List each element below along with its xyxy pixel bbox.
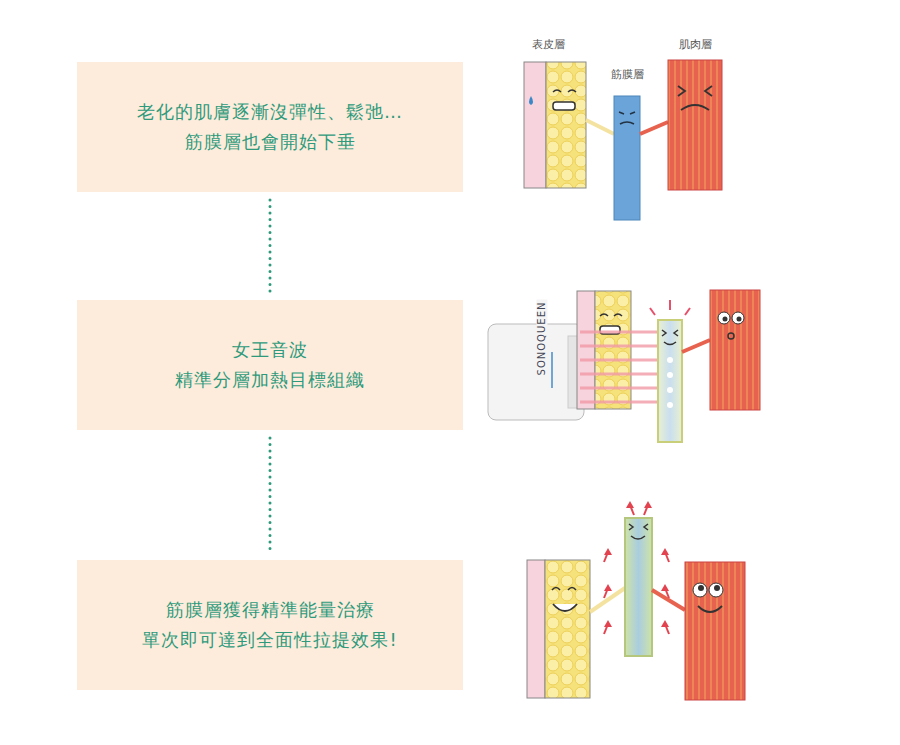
lifted-illustration [527, 501, 745, 700]
panel-text: 老化的肌膚逐漸沒彈性、鬆弛… 筋膜層也會開始下垂 [137, 97, 403, 156]
device-illustration [488, 290, 760, 442]
text-panel: 筋膜層獲得精準能量治療 單次即可達到全面性拉提效果! [77, 560, 463, 690]
text-panel: 女王音波 精準分層加熱目標組織 [77, 300, 463, 430]
layer-label: 肌肉層 [679, 37, 712, 52]
aging-illustration [524, 60, 722, 220]
layer-label: 筋膜層 [611, 67, 644, 82]
layer-label: 表皮層 [532, 37, 565, 52]
panel-text: 女王音波 精準分層加熱目標組織 [175, 335, 365, 394]
dotted-connector [269, 438, 272, 554]
device-logo: SONOQUEEN [536, 300, 547, 378]
text-panel: 老化的肌膚逐漸沒彈性、鬆弛… 筋膜層也會開始下垂 [77, 62, 463, 192]
dotted-connector [269, 200, 272, 294]
panel-text: 筋膜層獲得精準能量治療 單次即可達到全面性拉提效果! [142, 595, 397, 654]
